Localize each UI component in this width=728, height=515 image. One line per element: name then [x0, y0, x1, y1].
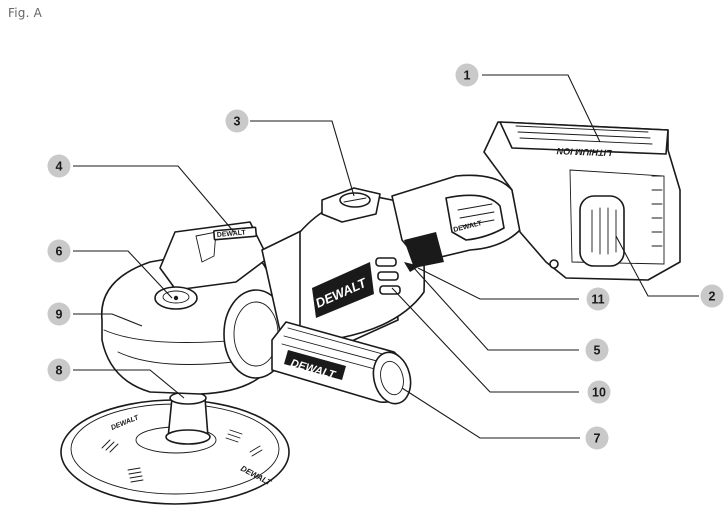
callout-3: 3 [225, 109, 249, 133]
side-handle: DEWALT [271, 321, 412, 405]
callout-4-number: 4 [56, 160, 63, 174]
callout-11-number: 11 [591, 293, 604, 307]
callout-2-number: 2 [709, 290, 716, 304]
rear-handle: DEWALT [391, 174, 521, 268]
callout-7: 7 [585, 426, 609, 450]
callout-4: 4 [47, 154, 71, 178]
battery-text: LITHIUM ION [556, 146, 612, 158]
callout-10: 10 [587, 380, 611, 404]
callout-8: 8 [47, 358, 71, 382]
callout-7-number: 7 [594, 432, 601, 446]
battery-pack: LITHIUM ION [483, 121, 681, 281]
callout-8-number: 8 [56, 364, 63, 378]
spindle [165, 391, 211, 445]
callout-6: 6 [47, 239, 71, 263]
callout-2: 2 [700, 284, 724, 308]
callout-3-number: 3 [234, 115, 241, 129]
callout-9-number: 9 [56, 308, 63, 322]
leader-lines [73, 74, 699, 439]
trigger-switch [404, 262, 420, 272]
polishing-pad: DEWALT DEWALT [60, 399, 290, 505]
callout-5-number: 5 [594, 344, 601, 358]
spindle-lock-button [154, 286, 198, 310]
callout-6-number: 6 [56, 245, 63, 259]
callout-10-number: 10 [592, 386, 606, 400]
head-brand-text: DEWALT [217, 229, 247, 239]
speed-dial [321, 187, 381, 223]
battery-release-button [579, 195, 625, 267]
callout-11: 11 [586, 287, 610, 311]
pad-hatch-marks [101, 429, 263, 483]
figure-label: Fig. A [8, 6, 43, 20]
callout-9: 9 [47, 302, 71, 326]
callout-1-number: 1 [464, 69, 471, 83]
vent-slots [375, 257, 401, 295]
callout-5: 5 [585, 338, 609, 362]
callout-1: 1 [455, 63, 479, 87]
